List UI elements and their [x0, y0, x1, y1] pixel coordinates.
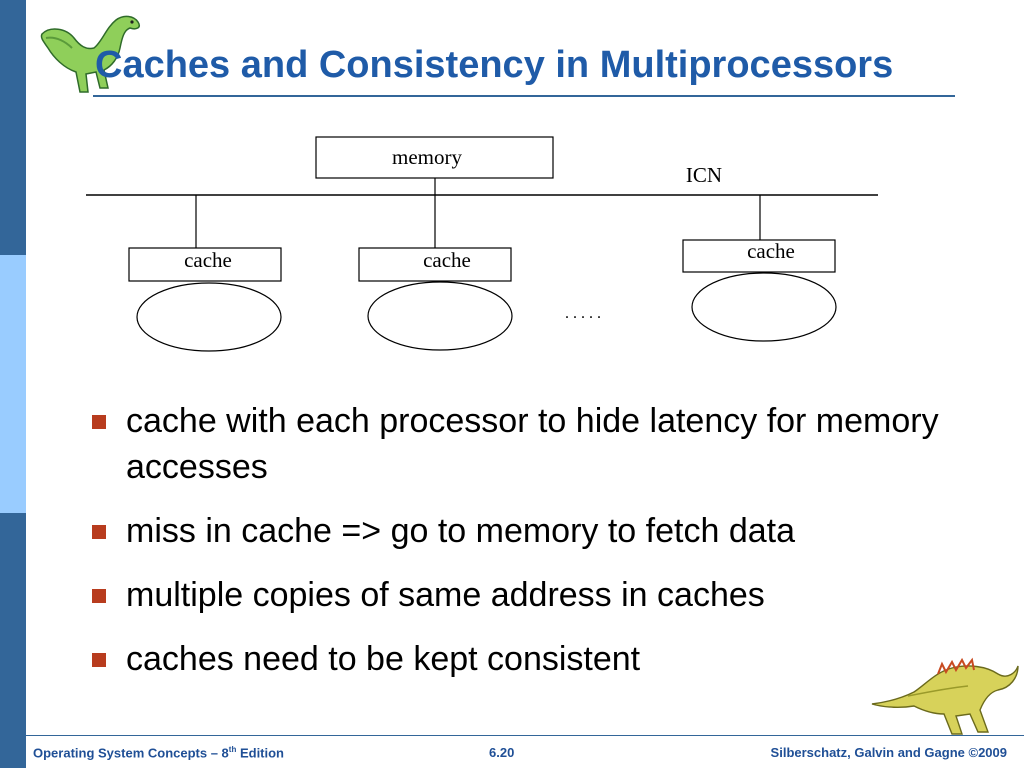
- dinosaur-footer-icon: [871, 657, 1019, 735]
- bullet-text: multiple copies of same address in cache…: [126, 576, 765, 614]
- memory-label: memory: [392, 145, 462, 169]
- left-band-bottom: [0, 513, 26, 768]
- cache-label-2: cache: [423, 248, 471, 272]
- footer-book-prefix: Operating System Concepts – 8: [33, 745, 229, 761]
- processor-ellipsis: . . . . .: [565, 305, 601, 322]
- memory-box: [315, 136, 554, 179]
- footer-book-sup: th: [228, 745, 237, 754]
- processor-ellipse-3: [691, 272, 837, 342]
- bullet-item: caches need to be kept consistent: [90, 636, 970, 682]
- processor-ellipse-2: [367, 281, 513, 351]
- footer-copyright: Silberschatz, Galvin and Gagne ©2009: [770, 745, 1007, 760]
- footer-page-number: 6.20: [489, 745, 515, 760]
- bullet-square-icon: [92, 653, 106, 667]
- icn-label: ICN: [686, 163, 722, 187]
- footer-book-title: Operating System Concepts – 8th Edition: [33, 745, 284, 760]
- cache-label-1: cache: [184, 248, 232, 272]
- processor-ellipse-1: [136, 282, 282, 352]
- bullet-square-icon: [92, 525, 106, 539]
- footer-book-suffix: Edition: [236, 745, 285, 761]
- bullet-text: cache with each processor to hide latenc…: [126, 402, 939, 486]
- cache-box-2: [358, 247, 512, 282]
- cache-box-3: [682, 239, 836, 273]
- dinosaur-logo-icon: [40, 15, 141, 93]
- bullet-text: caches need to be kept consistent: [126, 640, 641, 678]
- bullet-item: miss in cache => go to memory to fetch d…: [90, 508, 970, 554]
- left-band-middle: [0, 255, 26, 513]
- left-band-top: [0, 0, 26, 255]
- footer-divider: [26, 735, 1024, 736]
- bullet-square-icon: [92, 415, 106, 429]
- multiprocessor-diagram: memory ICN cache cache . . . . . cache: [86, 136, 878, 352]
- bullet-item: multiple copies of same address in cache…: [90, 572, 970, 618]
- title-underline: [93, 95, 955, 97]
- bullet-item: cache with each processor to hide latenc…: [90, 398, 970, 490]
- slide-title: Caches and Consistency in Multiprocessor…: [95, 44, 894, 86]
- cache-label-3: cache: [747, 239, 795, 263]
- bullet-text: miss in cache => go to memory to fetch d…: [126, 512, 795, 550]
- bullet-square-icon: [92, 589, 106, 603]
- bullet-list: cache with each processor to hide latenc…: [90, 398, 970, 700]
- cache-box-1: [128, 247, 282, 282]
